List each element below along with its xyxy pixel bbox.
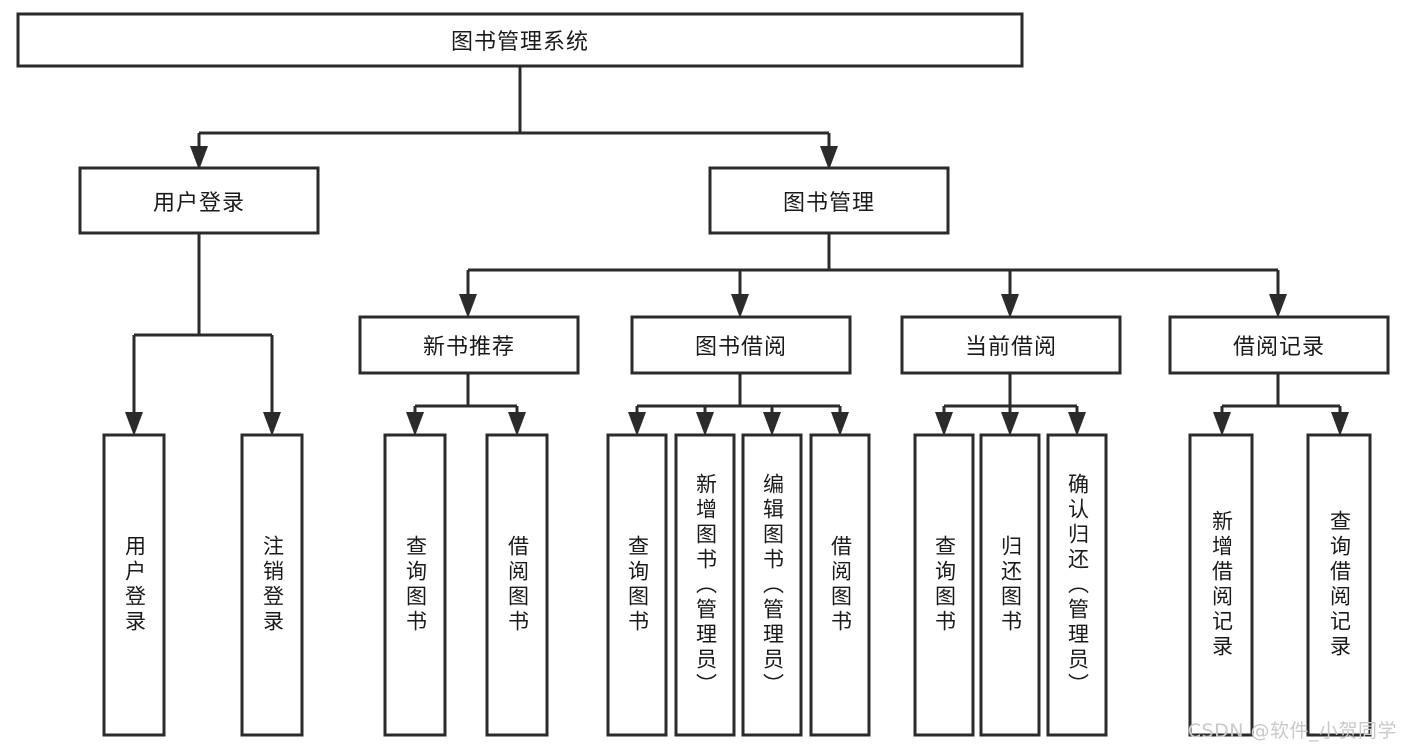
arrow-head-records-to-add — [1213, 412, 1231, 436]
edge-records-bus — [1220, 373, 1342, 424]
connector-layer — [125, 66, 1349, 436]
arrow-head-new-book-to-query — [406, 412, 424, 436]
arrow-head-book-mgmt-to-records — [1269, 294, 1287, 318]
node-box-leaf-edit-book-admin[interactable] — [741, 433, 803, 737]
node-box-book-borrow[interactable] — [630, 315, 852, 375]
node-box-leaf-query-borrow-record[interactable] — [1306, 433, 1372, 737]
node-box-leaf-add-book-admin[interactable] — [674, 433, 736, 737]
node-box-leaf-query-book-3[interactable] — [913, 433, 975, 737]
node-layer — [16, 12, 1390, 737]
arrow-head-root-to-book-mgmt — [820, 146, 838, 170]
node-box-new-book-recommend[interactable] — [358, 315, 580, 375]
arrow-head-borrow-to-query — [628, 412, 646, 436]
arrow-head-new-book-to-borrow — [508, 412, 526, 436]
arrow-head-current-to-confirm — [1068, 412, 1086, 436]
arrow-head-book-mgmt-to-current — [1001, 294, 1019, 318]
node-box-leaf-borrow-book-2[interactable] — [809, 433, 871, 737]
edge-user-login-bus — [132, 233, 274, 424]
csdn-watermark: CSDN @软件_小贺同学 — [1187, 720, 1397, 742]
edge-borrow-bus — [635, 373, 842, 424]
node-box-leaf-add-borrow-record[interactable] — [1188, 433, 1254, 737]
node-box-leaf-query-book-2[interactable] — [606, 433, 668, 737]
arrow-head-book-mgmt-to-new-book — [459, 294, 477, 318]
node-box-leaf-query-book-1[interactable] — [383, 433, 447, 737]
node-box-borrow-records[interactable] — [1168, 315, 1390, 375]
arrow-head-user-login-to-login — [125, 412, 143, 436]
node-box-leaf-borrow-book-1[interactable] — [485, 433, 549, 737]
arrow-head-records-to-query — [1331, 412, 1349, 436]
arrow-head-root-to-user-login — [190, 146, 208, 170]
arrow-head-book-mgmt-to-borrow — [731, 294, 749, 318]
node-box-user-login[interactable] — [78, 166, 320, 235]
node-box-leaf-user-login[interactable] — [102, 433, 166, 737]
node-box-leaf-return-book[interactable] — [979, 433, 1041, 737]
node-box-leaf-confirm-return-admin[interactable] — [1046, 433, 1108, 737]
arrow-head-current-to-query — [935, 412, 953, 436]
edge-book-mgmt-bus — [466, 233, 1280, 306]
node-box-book-management[interactable] — [708, 166, 950, 235]
node-box-current-borrow[interactable] — [900, 315, 1122, 375]
arrow-head-borrow-to-add — [696, 412, 714, 436]
arrow-head-borrow-to-edit — [763, 412, 781, 436]
arrow-head-current-to-return — [1001, 412, 1019, 436]
edge-new-book-bus — [413, 373, 519, 424]
arrow-head-borrow-to-lend — [831, 412, 849, 436]
arrow-head-user-login-to-logout — [263, 412, 281, 436]
edge-root-bus — [197, 66, 831, 158]
node-box-root[interactable] — [16, 12, 1024, 68]
node-box-leaf-user-logout[interactable] — [240, 433, 304, 737]
